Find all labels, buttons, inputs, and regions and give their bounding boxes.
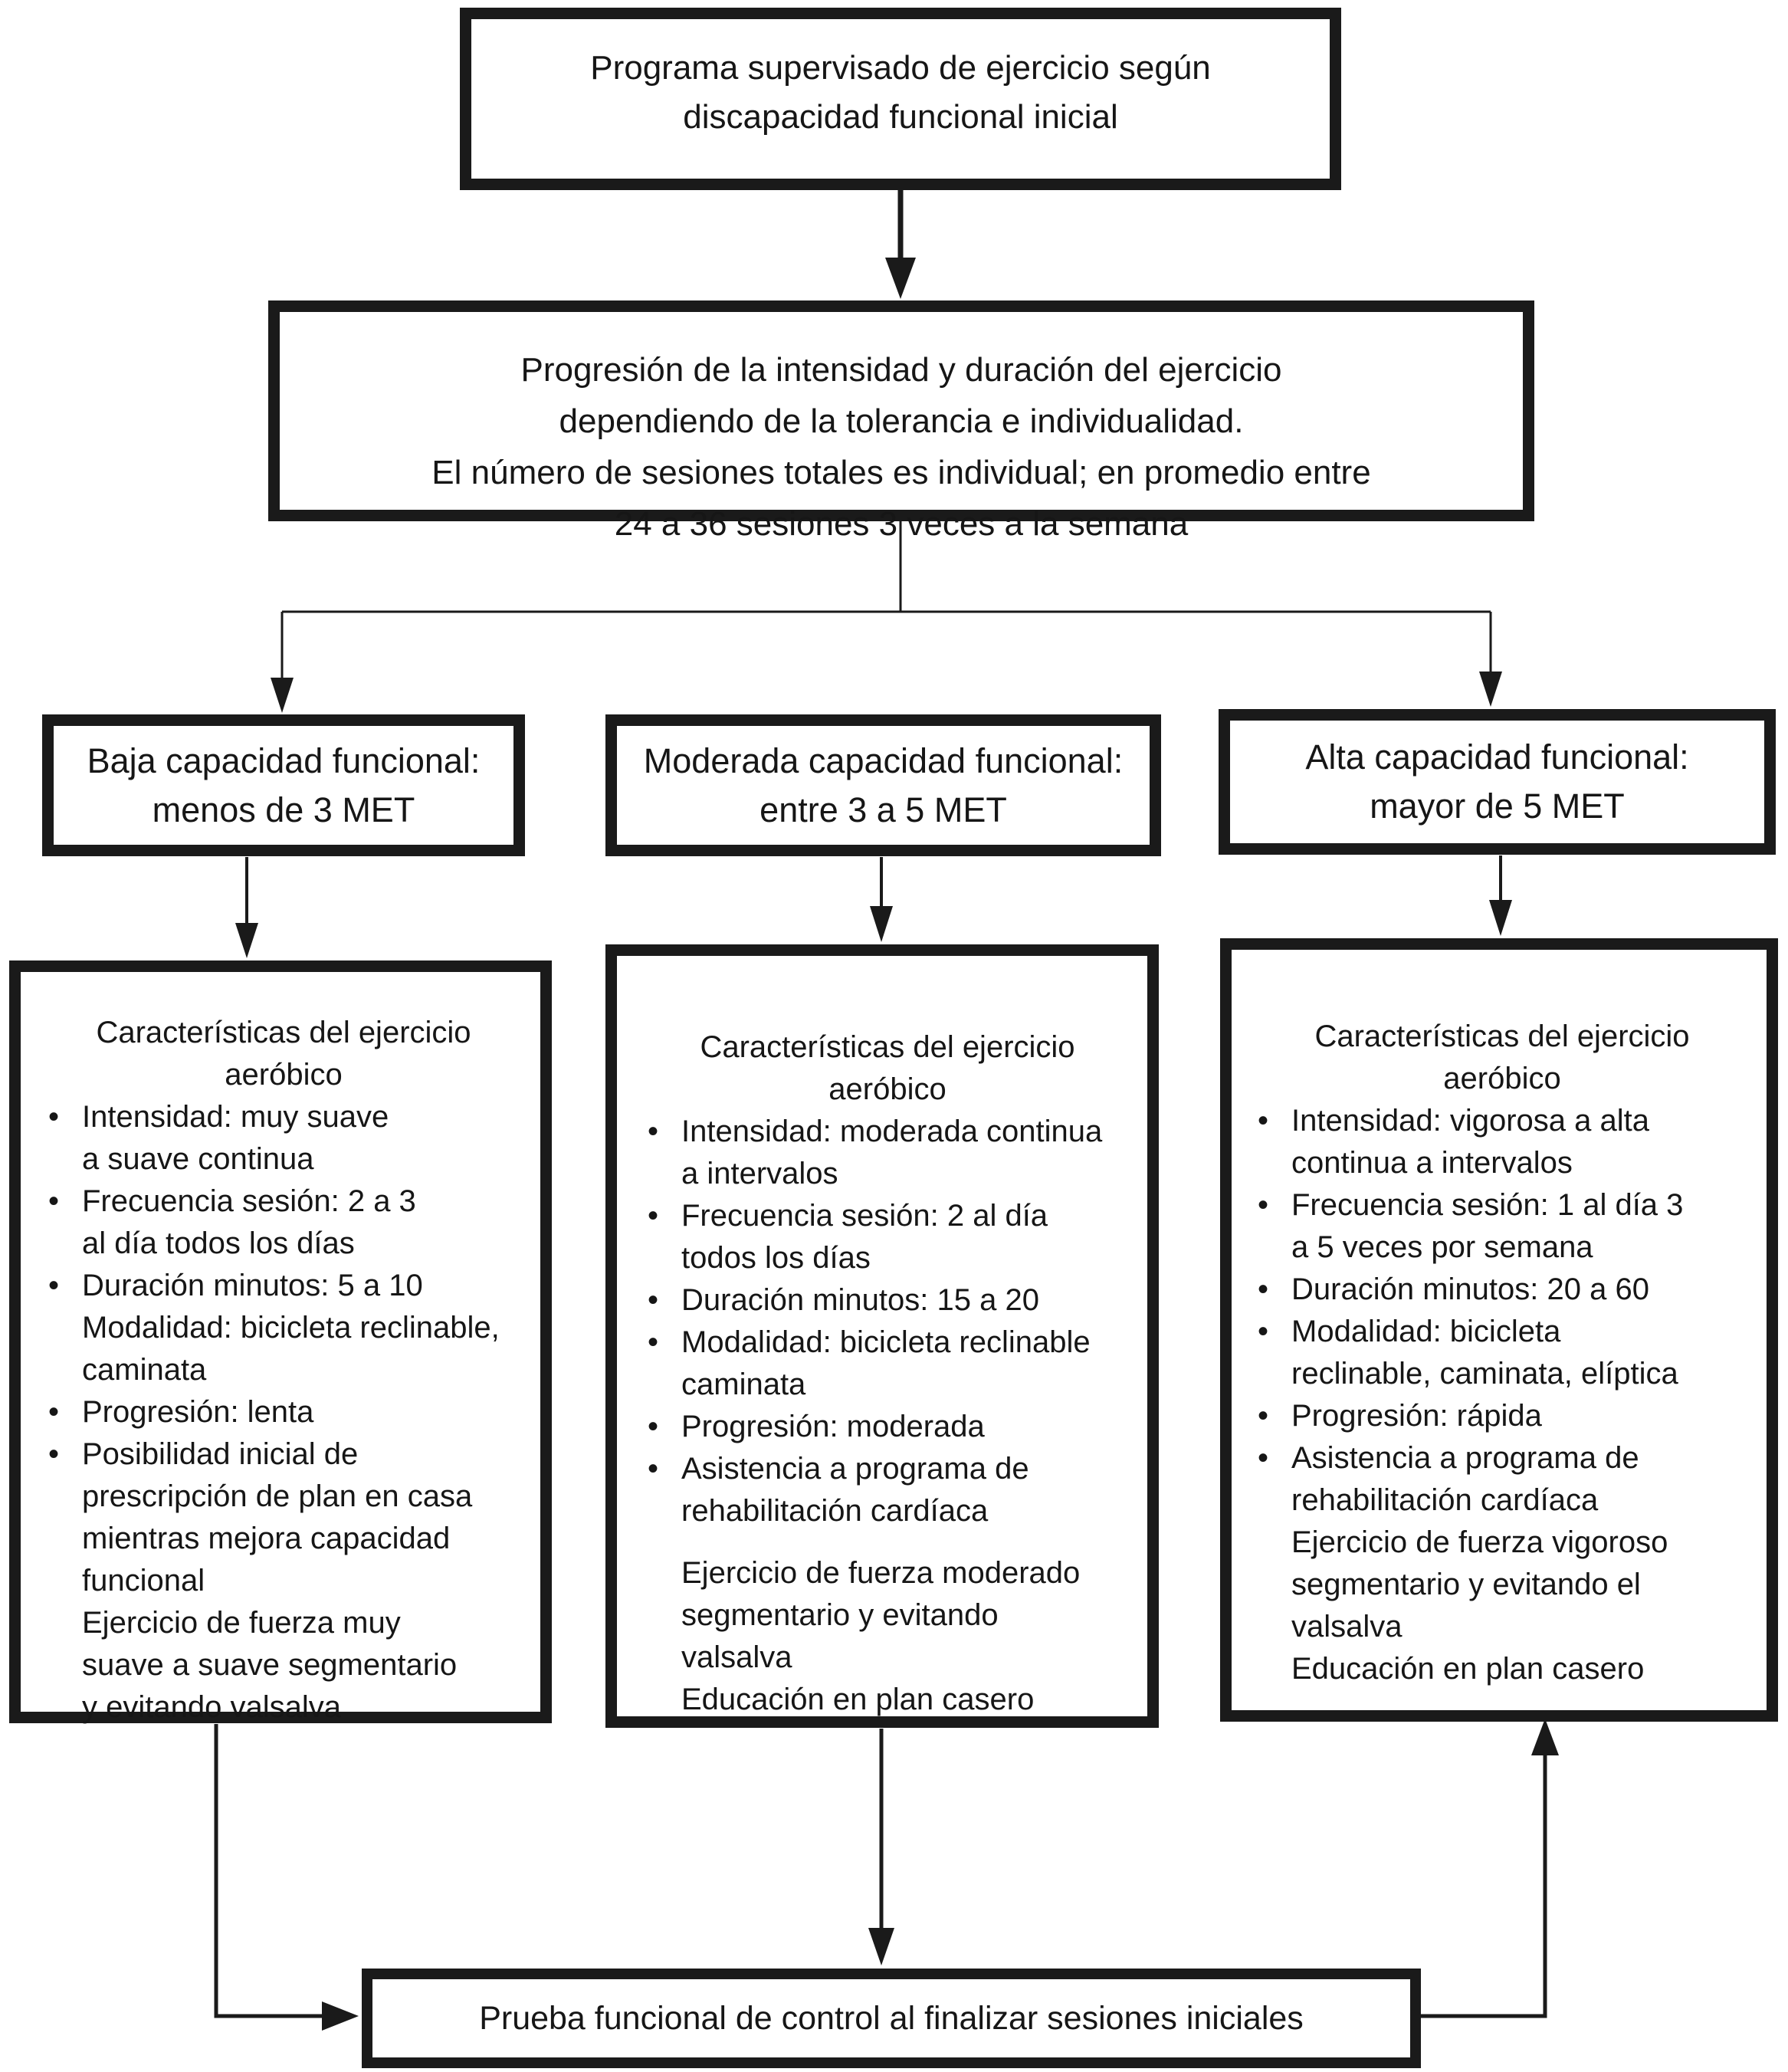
bullet-icon: • [1258,1399,1269,1433]
list-item: • Intensidad: muy suave a suave continua [33,1096,534,1180]
list-item: • Intensidad: moderada continua a interv… [632,1111,1143,1195]
list-item: • Duración minutos: 5 a 10 Modalidad: bi… [33,1265,534,1391]
bullet-icon: • [648,1199,659,1233]
header-alta-text: Alta capacidad funcional: mayor de 5 MET [1305,737,1689,826]
bullet-icon: • [1258,1188,1269,1222]
control-test-box: Prueba funcional de control al finalizar… [362,1969,1421,2068]
list-item: • Modalidad: bicicleta reclinable, camin… [1242,1311,1762,1395]
detail-alta-title: Características del ejercicio aeróbico [1314,1020,1690,1095]
header-box-alta: Alta capacidad funcional: mayor de 5 MET [1219,709,1776,855]
arrow-to-baja-header [271,612,294,713]
bullet-icon: • [48,1395,60,1429]
bullet-icon: • [1258,1272,1269,1306]
arrow-moderada-header-to-detail [870,857,893,942]
list-item: • Frecuencia sesión: 2 al día todos los … [632,1195,1143,1279]
list-item: • Frecuencia sesión: 1 al día 3 a 5 vece… [1242,1184,1762,1269]
arrow-moderada-to-bottom [868,1729,894,1965]
header-baja-text: Baja capacidad funcional: menos de 3 MET [87,740,481,829]
arrow-program-to-progression [885,190,916,299]
arrow-alta-header-to-detail [1489,855,1512,936]
bullet-icon: • [648,1410,659,1443]
control-test-text: Prueba funcional de control al finalizar… [479,2000,1304,2037]
bullet-icon: • [48,1184,60,1218]
bullet-icon: • [648,1283,659,1317]
list-item: • Duración minutos: 20 a 60 [1242,1269,1762,1311]
list-item: • Progresión: rápida [1242,1395,1762,1437]
bullet-icon: • [648,1325,659,1359]
list-item: • Intensidad: vigorosa a alta continua a… [1242,1100,1762,1184]
bullet-icon: • [1258,1104,1269,1138]
bullet-icon: • [1258,1315,1269,1348]
program-box: Programa supervisado de ejercicio según … [460,8,1341,190]
list-item: • Duración minutos: 15 a 20 [632,1279,1143,1322]
progression-box-text: Progresión de la intensidad y duración d… [431,351,1371,543]
list-item: • Asistencia a programa de rehabilitació… [632,1448,1143,1532]
list-item: • Modalidad: bicicleta reclinable camina… [632,1322,1143,1406]
header-box-moderada: Moderada capacidad funcional: entre 3 a … [605,714,1161,856]
bullet-icon: • [1258,1441,1269,1475]
progression-box: Progresión de la intensidad y duración d… [268,300,1534,543]
header-moderada-text: Moderada capacidad funcional: entre 3 a … [643,740,1124,829]
bullet-icon: • [648,1115,659,1148]
connector-bottom-to-alta [1420,1719,1559,2018]
detail-box-alta: Características del ejercicio aeróbico •… [1220,938,1778,1722]
list-item: • Progresión: lenta [33,1391,534,1433]
list-item: • Asistencia a programa de rehabilitació… [1242,1437,1762,1522]
detail-box-baja: Características del ejercicio aeróbico •… [9,960,552,1724]
bullet-icon: • [48,1437,60,1471]
connector-baja-to-bottom [214,1724,359,2031]
list-item: • Posibilidad inicial de prescripción de… [33,1433,534,1602]
list-item: Ejercicio de fuerza vigoroso segmentario… [1291,1525,1668,1686]
list-item: • Frecuencia sesión: 2 a 3 al día todos … [33,1180,534,1265]
list-item: Ejercicio de fuerza muy suave a suave se… [82,1606,458,1724]
bullet-icon: • [48,1269,60,1302]
detail-box-moderada: Características del ejercicio aeróbico •… [605,944,1159,1728]
detail-baja-title: Características del ejercicio aeróbico [96,1016,471,1092]
list-item: • Progresión: moderada [632,1406,1143,1448]
arrow-baja-header-to-detail [235,857,258,958]
bullet-icon: • [648,1452,659,1486]
detail-moderada-title: Características del ejercicio aeróbico [700,1030,1075,1106]
arrow-to-alta-header [1479,612,1502,707]
program-box-text: Programa supervisado de ejercicio según … [590,49,1211,136]
list-item: Ejercicio de fuerza moderado segmentario… [681,1556,1081,1716]
bullet-icon: • [48,1100,60,1134]
header-box-baja: Baja capacidad funcional: menos de 3 MET [42,714,525,856]
